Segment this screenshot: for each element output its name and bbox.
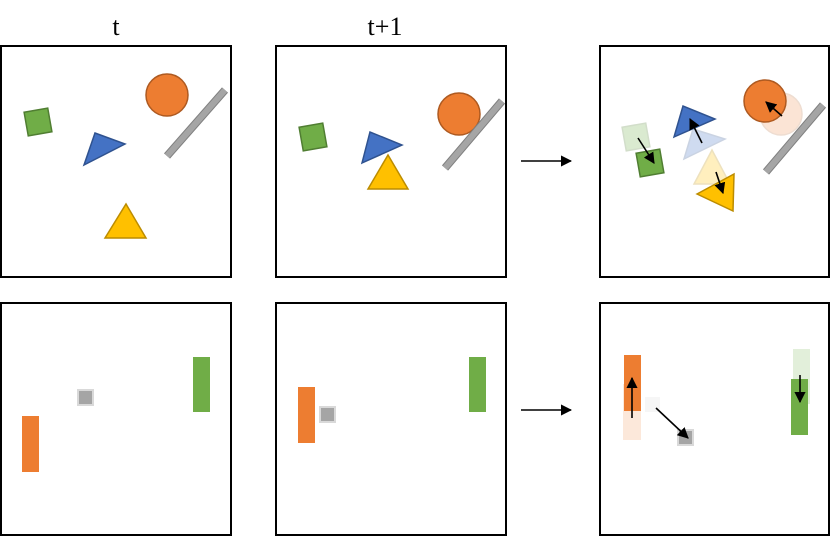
green-square <box>635 148 665 178</box>
green-square <box>298 122 328 152</box>
motion-arrow-yellow <box>714 171 726 195</box>
orange-paddle <box>298 387 315 443</box>
panel-row2-motion <box>599 302 830 536</box>
green-square <box>23 107 53 137</box>
green-square-ghost <box>621 122 651 152</box>
panel-row2-t-plus-1 <box>275 302 507 536</box>
motion-arrow-ball <box>655 407 689 439</box>
motion-arrow-orange <box>765 101 783 117</box>
yellow-triangle-ghost <box>692 148 732 185</box>
orange-paddle <box>22 416 39 472</box>
gray-ball <box>77 389 94 406</box>
green-paddle <box>193 357 210 412</box>
blue-triangle <box>82 132 127 167</box>
panel-row2-t <box>0 302 232 536</box>
yellow-triangle <box>103 202 148 239</box>
panel-frame <box>0 45 232 278</box>
motion-arrow-blue <box>689 117 703 144</box>
label-time-t: t <box>112 12 120 41</box>
green-paddle <box>469 357 486 412</box>
panel-row1-t-plus-1 <box>275 45 507 278</box>
blue-triangle <box>360 130 404 165</box>
orange-circle <box>145 73 189 117</box>
orange-circle <box>437 92 481 136</box>
yellow-triangle <box>366 153 410 190</box>
gray-ball <box>677 429 694 446</box>
panel-frame <box>0 302 232 536</box>
blue-triangle-ghost <box>682 128 728 161</box>
gray-ball <box>319 406 336 423</box>
panel-row1-t <box>0 45 232 278</box>
motion-arrow-green <box>637 137 655 164</box>
panel-row1-motion <box>599 45 830 278</box>
panel-frame <box>599 302 830 536</box>
orange-circle <box>743 79 787 123</box>
label-time-t-plus-1: t+1 <box>367 12 403 41</box>
